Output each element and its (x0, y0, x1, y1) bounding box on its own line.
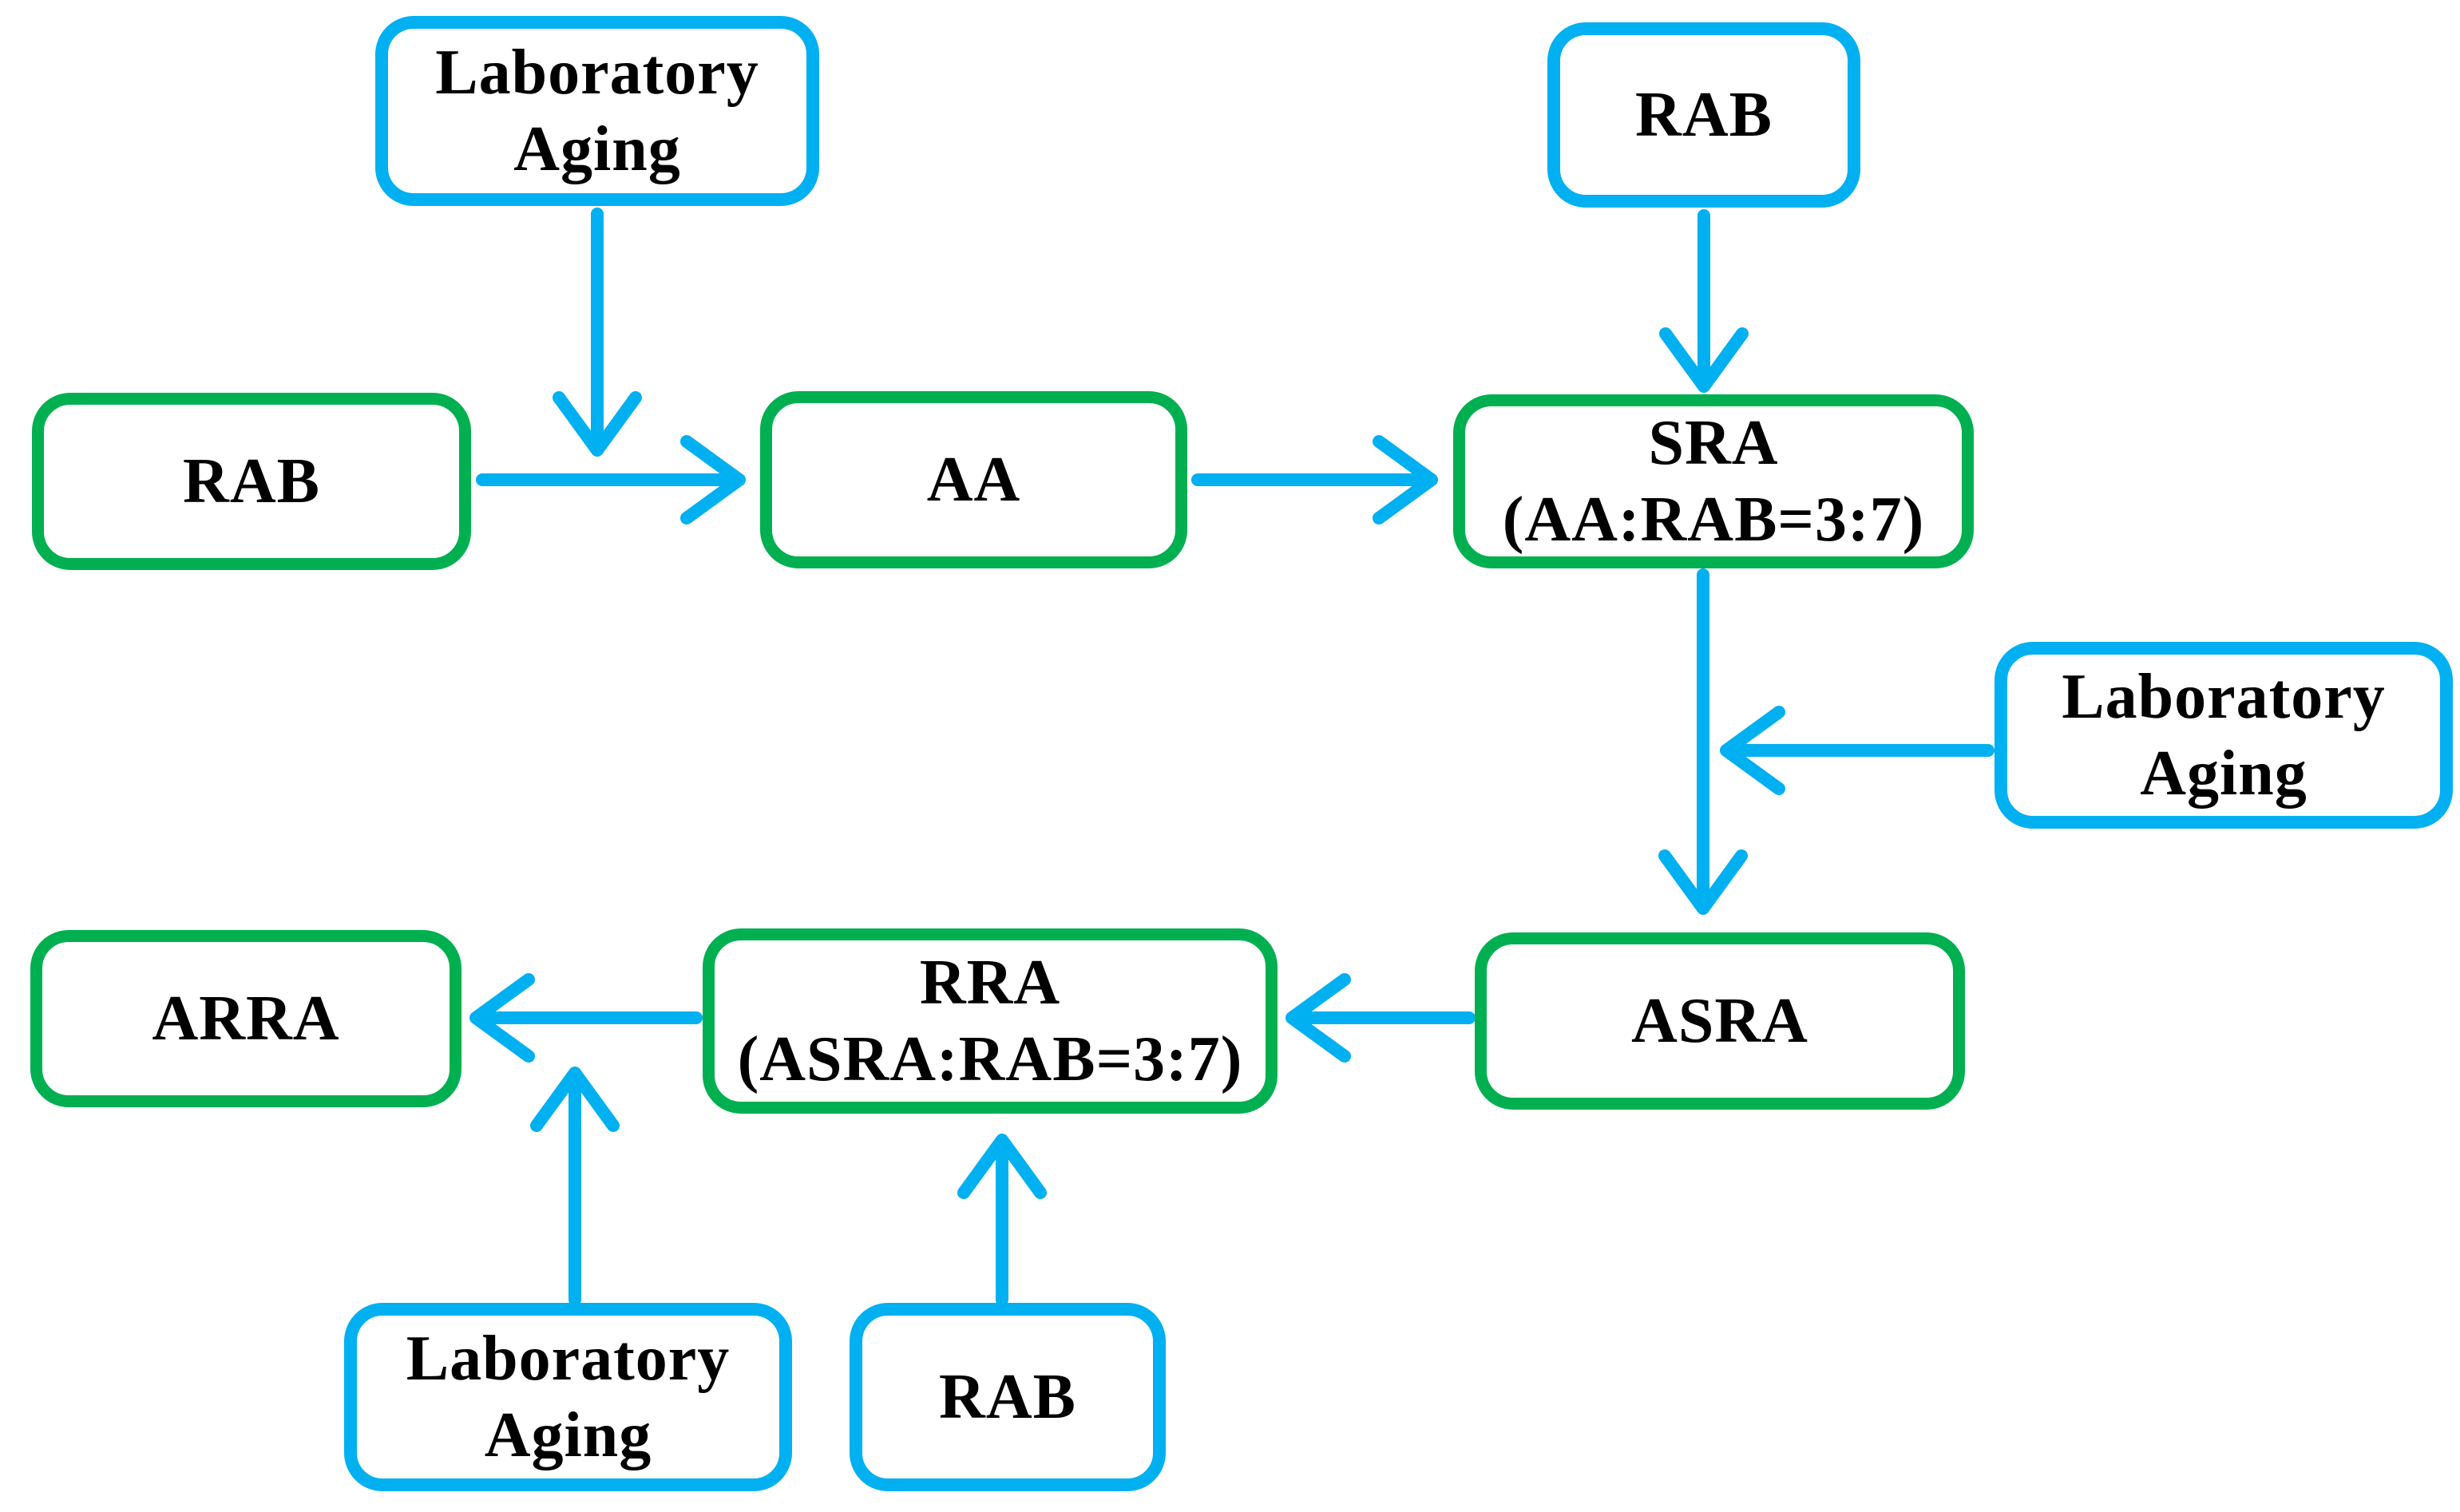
node-label: Laboratory (2062, 662, 2386, 732)
node-label: SRA (1648, 408, 1779, 478)
node-laboratory-aging-bottom: Laboratory Aging (344, 1303, 792, 1491)
arrow-lab-aging-right-left (1720, 706, 1995, 795)
node-label: (AA:RAB=3:7) (1502, 485, 1925, 555)
node-arra: ARRA (30, 930, 461, 1107)
node-rab-top: RAB (1547, 22, 1860, 208)
node-label: AA (926, 445, 1021, 515)
node-label: Aging (513, 114, 681, 184)
node-label: (ASRA:RAB=3:7) (737, 1024, 1243, 1094)
arrow-aa-to-sra (1191, 435, 1438, 524)
node-label: RAB (939, 1362, 1076, 1432)
arrow-rab-top-to-sra (1659, 209, 1749, 393)
node-asra: ASRA (1475, 932, 1965, 1110)
arrow-lab-aging-bottom-up (530, 1067, 620, 1306)
arrow-asra-to-rra (1285, 973, 1476, 1063)
node-label: ARRA (152, 984, 340, 1054)
node-label: RRA (919, 948, 1061, 1018)
node-label: Laboratory (406, 1324, 731, 1394)
node-rra: RRA (ASRA:RAB=3:7) (703, 928, 1278, 1114)
arrow-rab-left-to-aa (476, 435, 746, 524)
arrow-rra-to-arra (469, 973, 703, 1063)
node-aa: AA (760, 391, 1187, 568)
arrow-lab-aging-top-down (553, 208, 642, 457)
node-label: RAB (1635, 80, 1773, 150)
arrow-sra-to-asra (1658, 568, 1748, 915)
node-label: Aging (2140, 738, 2307, 809)
node-laboratory-aging-top: Laboratory Aging (375, 16, 819, 206)
node-rab-bottom: RAB (850, 1303, 1166, 1491)
node-label: Laboratory (435, 38, 759, 108)
node-laboratory-aging-right: Laboratory Aging (1995, 642, 2453, 829)
node-label: ASRA (1631, 986, 1808, 1056)
node-label: RAB (183, 446, 320, 517)
node-label: Aging (484, 1400, 652, 1470)
node-sra: SRA (AA:RAB=3:7) (1453, 394, 1974, 568)
node-rab-left: RAB (32, 393, 471, 570)
arrow-rab-bottom-to-rra (957, 1134, 1047, 1306)
